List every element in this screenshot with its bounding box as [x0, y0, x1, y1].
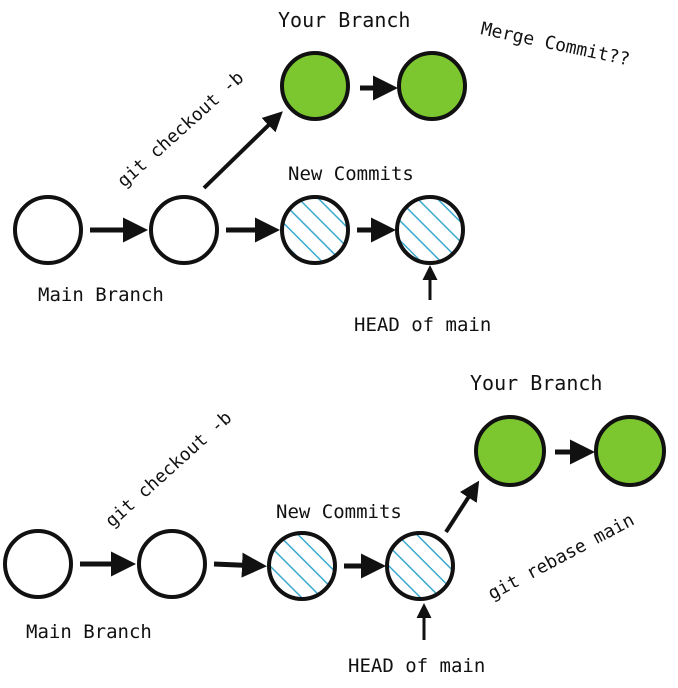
top-label-head-of-main: HEAD of main	[354, 314, 491, 336]
top-branch-commit-2	[397, 51, 467, 121]
bottom-label-your-branch: Your Branch	[470, 371, 602, 395]
bottom-new-commit-2	[385, 531, 455, 601]
bottom-new-commit-1	[267, 531, 337, 601]
top-label-merge-commit: Merge Commit??	[479, 18, 632, 70]
top-main-commit-1	[13, 195, 83, 265]
bottom-branch-commit-1	[474, 415, 546, 487]
top-arrow-checkout	[202, 111, 283, 190]
bottom-main-commit-1	[3, 529, 73, 599]
top-label-new-commits: New Commits	[288, 163, 414, 185]
bottom-label-main-branch: Main Branch	[26, 621, 152, 643]
top-main-commit-2	[149, 195, 219, 265]
top-label-main-branch: Main Branch	[38, 284, 164, 306]
bottom-arrow-rebase	[444, 480, 480, 534]
top-new-commit-2	[395, 195, 465, 265]
bottom-arrow-main-2-new-1	[213, 552, 267, 578]
bottom-label-new-commits: New Commits	[276, 501, 402, 523]
bottom-label-head-of-main: HEAD of main	[348, 655, 485, 677]
bottom-label-git-rebase: git rebase main	[484, 510, 637, 605]
top-new-commit-1	[280, 195, 350, 265]
bottom-branch-commit-2	[594, 415, 666, 487]
top-branch-commit-1	[280, 51, 350, 121]
bottom-label-git-checkout: git checkout -b	[101, 407, 236, 531]
top-label-your-branch: Your Branch	[278, 8, 410, 32]
top-diagram: Your Branch Merge Commit?? git checkout …	[13, 8, 632, 336]
bottom-main-commit-2	[137, 529, 207, 599]
bottom-diagram: Your Branch git checkout -b New Commits …	[3, 371, 666, 677]
top-label-git-checkout: git checkout -b	[113, 67, 248, 191]
